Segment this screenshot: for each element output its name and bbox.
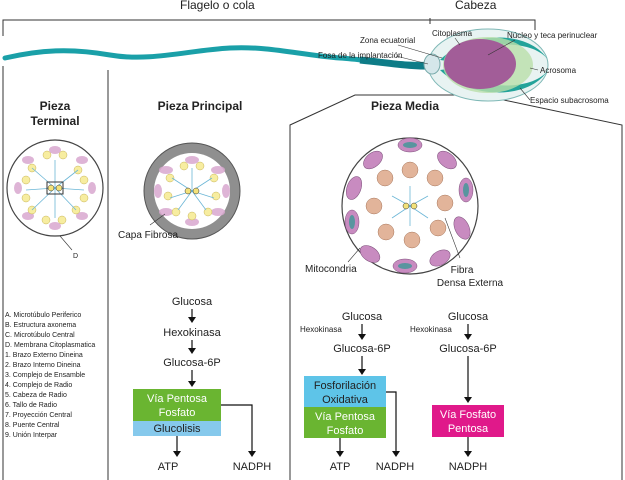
principal-glucosa6p: Glucosa-6P [163, 357, 220, 369]
media-glucosa6p-b: Glucosa-6P [439, 343, 496, 355]
flagelo-bracket [2, 19, 536, 36]
terminal-d-label: D [73, 253, 78, 260]
frame-media [289, 94, 623, 480]
media-via-pentosa-box [304, 407, 386, 438]
media-fosforilacion-box [304, 376, 386, 407]
principal-via-2: Fosfato [159, 407, 196, 419]
principal-hexokinasa: Hexokinasa [163, 327, 221, 339]
fibra-label-1: Fibra [451, 265, 474, 276]
media-fosforilacion-2: Oxidativa [322, 394, 369, 406]
flagelo-label: Flagelo o cola [180, 0, 255, 12]
media-via-fosfato-box [432, 405, 504, 437]
media-via-1: Vía Pentosa [315, 411, 376, 423]
legend-item: B. Estructura axonema [5, 322, 76, 329]
terminal-title-1: Pieza [40, 99, 71, 113]
principal-nadph: NADPH [233, 461, 272, 473]
legend-item: 3. Complejo de Ensamble [5, 372, 85, 379]
fosa-label: Fosa de la implantación [318, 51, 403, 60]
principal-glucolisis: Glucolisis [153, 423, 201, 435]
legend-item: C. Microtúbulo Central [5, 332, 75, 339]
terminal-title-2: Terminal [30, 114, 79, 128]
principal-atp: ATP [158, 461, 179, 473]
media-fosforilacion-1: Fosforilación [314, 380, 376, 392]
media-via-fosfato-2: Pentosa [448, 423, 489, 435]
legend-item: 6. Tallo de Radio [5, 402, 57, 409]
acrosoma-label: Acrosoma [540, 66, 577, 75]
legend-item: 1. Brazo Externo Dineina [5, 352, 83, 359]
principal-cross-section-icon [143, 142, 241, 240]
mitocondria-label: Mitocondria [305, 264, 357, 275]
media-via-fosfato-1: Vía Fosfato [440, 409, 496, 421]
espacio-label: Espacio subacrosoma [530, 96, 609, 105]
principal-glucolisis-box [133, 421, 221, 436]
media-nadph-b: NADPH [449, 461, 488, 473]
media-atp: ATP [330, 461, 351, 473]
media-cross-section-icon [341, 137, 479, 275]
fibra-label-2: Densa Externa [437, 278, 504, 289]
legend-item: 4. Complejo de Radio [5, 382, 72, 389]
citoplasma-label: Citoplasma [432, 29, 473, 38]
legend-item: 2. Brazo Interno Dineina [5, 362, 81, 369]
zona-ecuatorial-label: Zona ecuatorial [360, 36, 415, 45]
principal-glucosa: Glucosa [172, 296, 213, 308]
media-title: Pieza Media [371, 99, 439, 113]
media-nadph-a: NADPH [376, 461, 415, 473]
principal-via-pentosa-box [133, 389, 221, 421]
legend-item: 8. Puente Central [5, 422, 60, 429]
legend-item: 9. Unión Interpar [5, 432, 58, 439]
principal-via-1: Vía Pentosa [147, 393, 208, 405]
media-hexokinasa-b: Hexokinasa [410, 325, 452, 334]
media-glucosa6p-a: Glucosa-6P [333, 343, 390, 355]
legend-item: A. Microtúbulo Periferico [5, 312, 81, 319]
media-hexokinasa-a: Hexokinasa [300, 325, 342, 334]
cabeza-label: Cabeza [455, 0, 497, 12]
terminal-legend: A. Microtúbulo Periferico B. Estructura … [5, 312, 95, 439]
media-glucosa-b: Glucosa [448, 311, 489, 323]
principal-title: Pieza Principal [158, 99, 243, 113]
nucleo-label: Núcleo y teca perinuclear [507, 31, 598, 40]
media-via-2: Fosfato [327, 425, 364, 437]
legend-item: D. Membrana Citoplasmatica [5, 342, 95, 349]
terminal-axoneme-icon [6, 139, 104, 237]
media-glucosa-a: Glucosa [342, 311, 383, 323]
legend-item: 7. Proyección Central [5, 412, 72, 419]
legend-item: 5. Cabeza de Radio [5, 392, 67, 399]
capa-fibrosa-label: Capa Fibrosa [118, 230, 178, 241]
sperm-head [423, 28, 549, 102]
